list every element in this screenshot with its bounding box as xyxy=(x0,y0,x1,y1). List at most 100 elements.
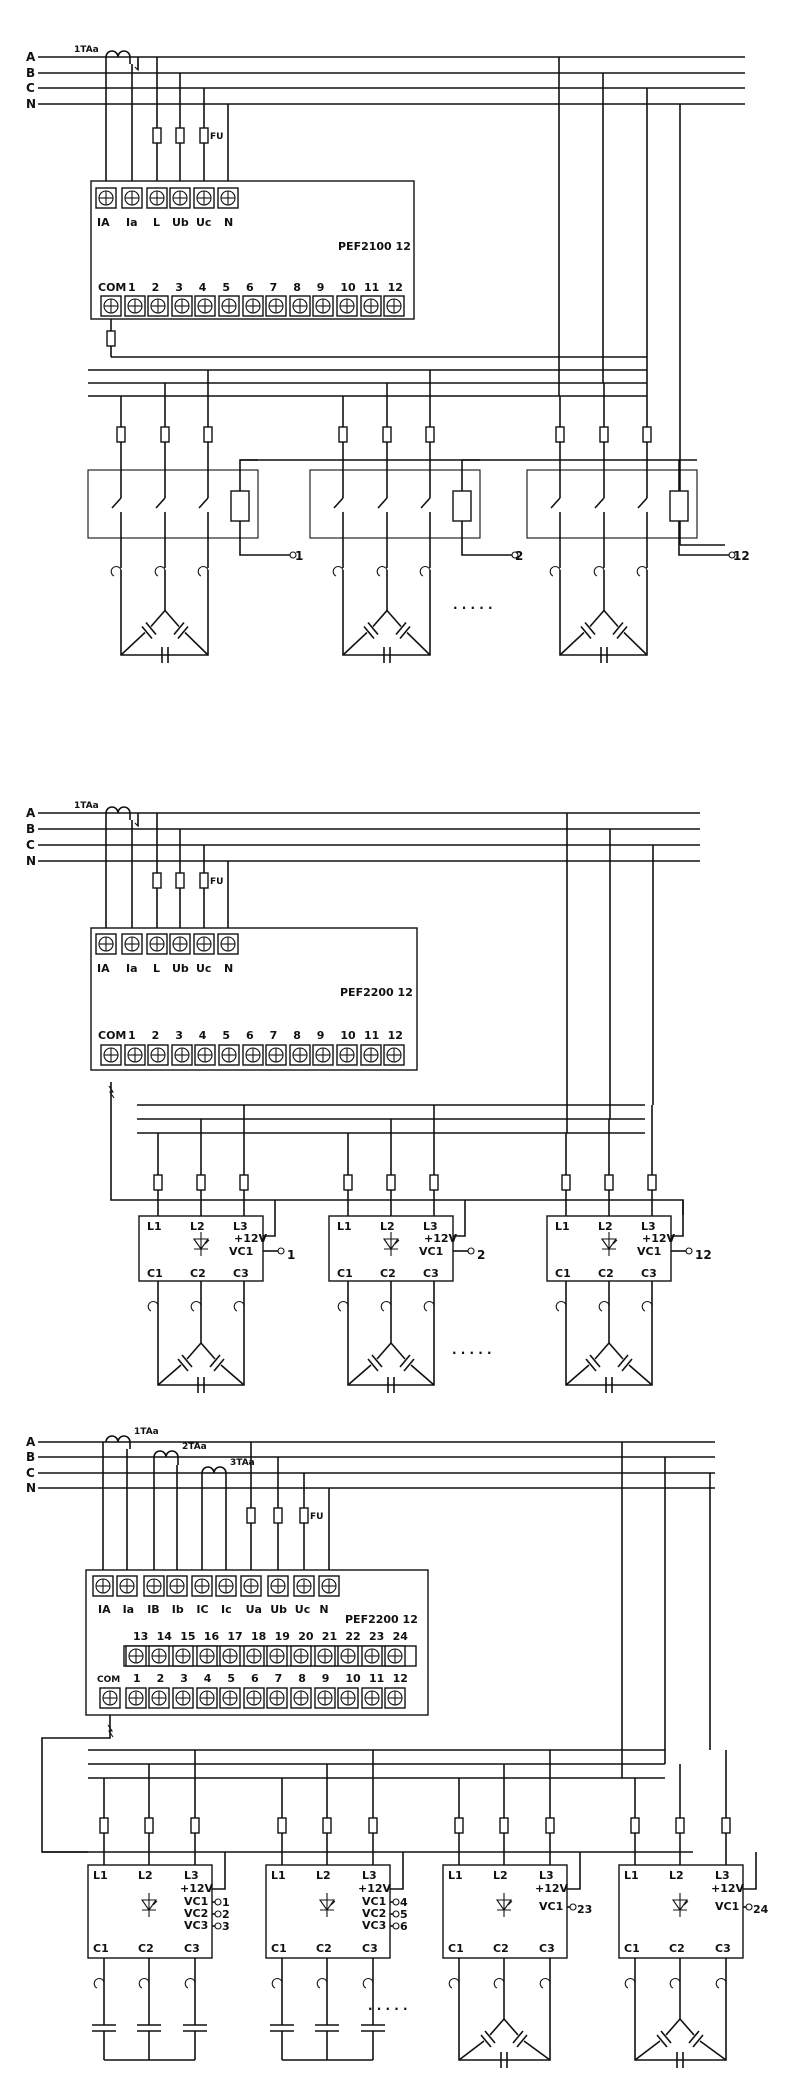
terminal-screw xyxy=(336,1044,358,1066)
top-terminal-row xyxy=(95,933,239,955)
terminal-screw xyxy=(360,295,382,317)
output-label-2: 2 xyxy=(515,549,523,563)
terminal-screw xyxy=(290,1645,312,1667)
input-label-l3: L3 xyxy=(362,1869,377,1882)
terminal-screw xyxy=(240,1575,262,1597)
top-terminal-row xyxy=(95,187,239,209)
vc1-label: VC1 xyxy=(637,1245,661,1258)
terminal-number: Uc xyxy=(295,1603,310,1616)
terminal-number: 10 xyxy=(340,1029,356,1042)
terminal-number: Ua xyxy=(246,1603,262,1616)
split-out-4: 4 xyxy=(400,1896,408,1909)
top-terminal-row xyxy=(92,1575,340,1597)
terminal-screw xyxy=(99,1687,121,1709)
terminal-label-l: L xyxy=(153,216,160,229)
com-label: COM xyxy=(97,1675,120,1685)
terminal-screw xyxy=(148,1687,170,1709)
split-out-1: 1 xyxy=(222,1896,230,1909)
output-label-12: 12 xyxy=(695,1248,712,1262)
input-label-l1: L1 xyxy=(337,1220,352,1233)
output-label-c1: C1 xyxy=(448,1942,464,1955)
vc2-label: VC2 xyxy=(362,1907,386,1920)
bus-bars: A B C N xyxy=(26,50,745,111)
ct-label-2: 2TAa xyxy=(182,1442,207,1452)
vc1-label: VC1 xyxy=(184,1895,208,1908)
terminal-screw xyxy=(147,1044,169,1066)
terminal-screw xyxy=(171,295,193,317)
input-label-l3: L3 xyxy=(184,1869,199,1882)
terminal-number: 21 xyxy=(322,1630,337,1643)
terminal-screw xyxy=(196,1687,218,1709)
bottom-terminal-row xyxy=(100,1044,405,1066)
terminal-number: Ub xyxy=(270,1603,287,1616)
terminal-label-ia-lower: Ia xyxy=(126,962,138,975)
terminal-label-l: L xyxy=(153,962,160,975)
terminal-screw xyxy=(360,1044,382,1066)
output-label-c1: C1 xyxy=(624,1942,640,1955)
bus-label-c: C xyxy=(26,81,35,95)
input-label-l2: L2 xyxy=(316,1869,331,1882)
terminal-screw xyxy=(100,295,122,317)
terminal-number: 11 xyxy=(364,1029,379,1042)
input-label-l3: L3 xyxy=(715,1869,730,1882)
terminal-number: 4 xyxy=(199,281,207,294)
bus-label-n: N xyxy=(26,854,36,868)
terminal-number: 10 xyxy=(345,1672,361,1685)
output-label-c2: C2 xyxy=(190,1267,206,1280)
input-label-l1: L1 xyxy=(147,1220,162,1233)
terminal-screw xyxy=(219,1645,241,1667)
fuse-label: FU xyxy=(310,1512,323,1522)
terminal-screw xyxy=(217,187,239,209)
vc1-label: VC1 xyxy=(539,1900,563,1913)
terminal-number: N xyxy=(319,1603,328,1616)
terminal-number: 8 xyxy=(298,1672,306,1685)
terminal-number: 3 xyxy=(180,1672,188,1685)
terminal-screw xyxy=(242,295,264,317)
contactor-module-1 xyxy=(87,370,297,663)
terminal-number: IC xyxy=(196,1603,208,1616)
terminal-screw xyxy=(143,1575,165,1597)
voltage-taps: FU xyxy=(246,1442,330,1572)
bus-bars: A B C N xyxy=(26,806,700,868)
bus-label-a: A xyxy=(26,50,36,64)
input-label-l2: L2 xyxy=(380,1220,395,1233)
single-out-24: 24 xyxy=(753,1903,769,1916)
terminal-screw xyxy=(92,1575,114,1597)
split-out-3: 3 xyxy=(222,1920,230,1933)
terminal-label-n: N xyxy=(224,962,233,975)
ellipsis: · · · · · xyxy=(453,601,493,615)
terminal-screw xyxy=(121,933,143,955)
terminal-screw xyxy=(243,1687,265,1709)
terminal-number: 12 xyxy=(388,281,403,294)
terminal-screw xyxy=(124,295,146,317)
terminal-screw xyxy=(95,933,117,955)
terminal-screw xyxy=(147,295,169,317)
terminal-number: Ic xyxy=(221,1603,232,1616)
ct-label-3: 3TAa xyxy=(230,1458,255,1468)
output-label-c1: C1 xyxy=(337,1267,353,1280)
terminal-label-ia: IA xyxy=(97,216,110,229)
bus-label-b: B xyxy=(26,1450,35,1464)
terminal-screw xyxy=(218,295,240,317)
terminal-number: 6 xyxy=(251,1672,259,1685)
terminal-screw xyxy=(193,933,215,955)
output-label-c3: C3 xyxy=(715,1942,731,1955)
terminal-number: 4 xyxy=(199,1029,207,1042)
fuse-label: FU xyxy=(210,877,223,887)
input-label-l3: L3 xyxy=(641,1220,656,1233)
terminal-number: 1 xyxy=(128,1029,136,1042)
contactor-module-2 xyxy=(309,370,519,663)
output-label-c2: C2 xyxy=(669,1942,685,1955)
split-out-2: 2 xyxy=(222,1908,230,1921)
vc1-label: VC1 xyxy=(419,1245,443,1258)
terminal-screw xyxy=(266,1687,288,1709)
terminal-screw xyxy=(194,295,216,317)
com-label: COM xyxy=(98,1029,126,1042)
